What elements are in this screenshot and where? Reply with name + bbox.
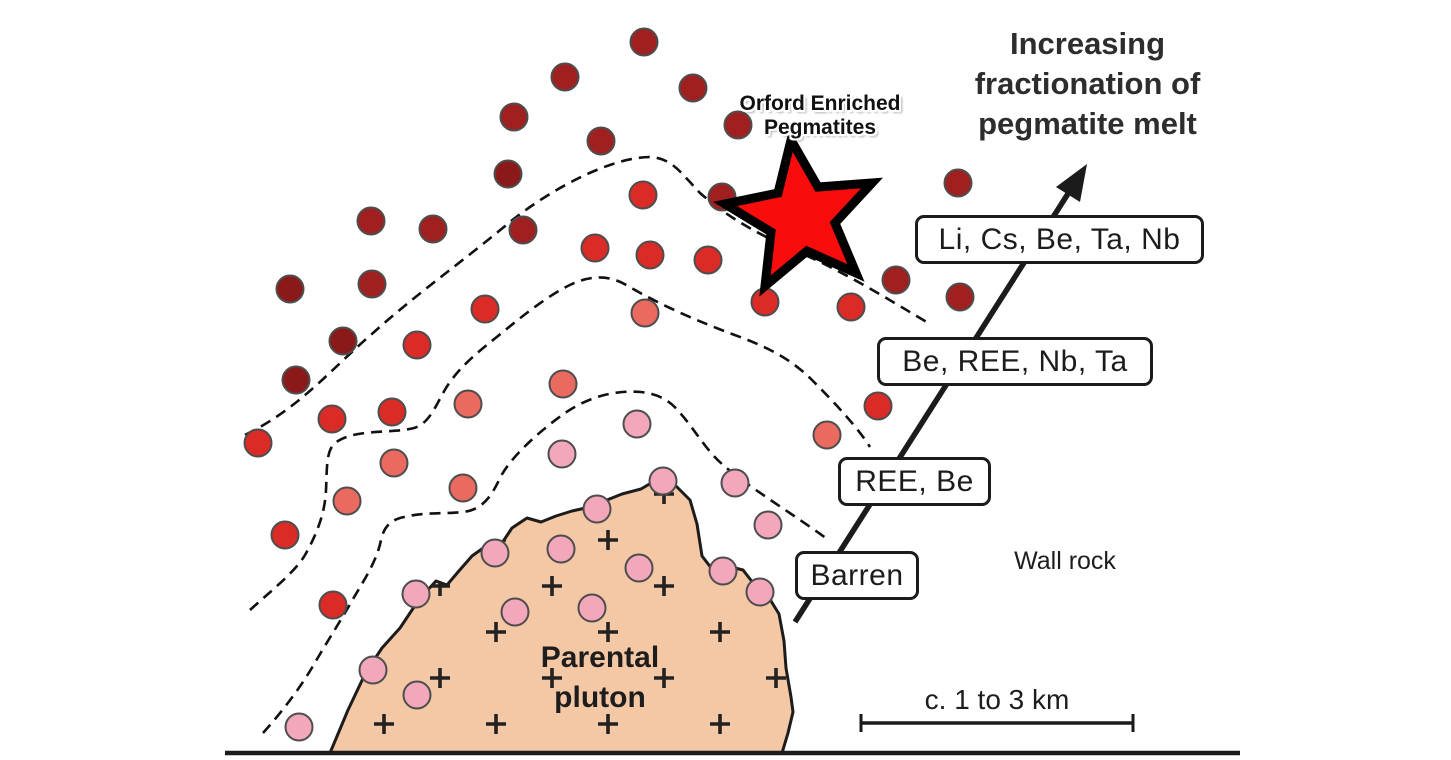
- zone-box-be-ree-nb-ta: Be, REE, Nb, Ta: [877, 337, 1153, 386]
- figure-title: Increasing fractionation of pegmatite me…: [945, 24, 1230, 144]
- parental-pluton-label-line2: pluton: [554, 681, 646, 714]
- parental-pluton-label-line1: Parental: [540, 641, 660, 674]
- parental-pluton-label: Parental pluton: [470, 638, 730, 718]
- pegmatite-dot-pink: [582, 494, 612, 524]
- pegmatite-dot-pink: [622, 409, 652, 439]
- pegmatite-dot-red: [836, 292, 866, 322]
- zone-box-barren: Barren: [795, 551, 919, 600]
- pegmatite-dot-pink: [577, 593, 607, 623]
- orford-star-icon: [712, 128, 884, 297]
- pegmatite-dot-pink: [546, 534, 576, 564]
- orford-star-label-line2: Pegmatites: [763, 116, 877, 139]
- pegmatite-dot-pink: [708, 556, 738, 586]
- scale-bar: [859, 714, 1135, 732]
- pegmatite-dot-red: [635, 240, 665, 270]
- pegmatite-dot-dark_red: [550, 62, 580, 92]
- orford-star-label: Orford Enriched Pegmatites: [720, 92, 920, 140]
- pegmatite-dot-deep_red: [281, 365, 311, 395]
- pegmatite-dot-dark_red: [678, 73, 708, 103]
- pegmatite-dot-pink: [402, 680, 432, 710]
- pegmatite-dot-dark_red: [586, 126, 616, 156]
- pegmatite-dot-dark_red: [945, 282, 975, 312]
- pegmatite-dot-pink: [624, 553, 654, 583]
- pegmatite-dot-pink: [358, 655, 388, 685]
- pegmatite-dot-deep_red: [275, 274, 305, 304]
- pegmatite-dot-pink: [753, 510, 783, 540]
- figure-title-line3: pegmatite melt: [978, 106, 1197, 141]
- pegmatite-dot-dark_red: [499, 102, 529, 132]
- pegmatite-dot-dark_red: [881, 265, 911, 295]
- pegmatite-dot-dark_red: [357, 269, 387, 299]
- pegmatite-dot-dark_red: [723, 110, 753, 140]
- pegmatite-dot-pink: [745, 577, 775, 607]
- zone-boundary-inner: [262, 390, 831, 734]
- pegmatite-dot-red: [580, 233, 610, 263]
- pegmatite-dot-salmon: [453, 389, 483, 419]
- pegmatite-dot-pink: [648, 466, 678, 496]
- pegmatite-dot-salmon: [332, 486, 362, 516]
- zone-boundary-middle: [249, 276, 872, 611]
- zone-box-li-cs-be-ta-nb: Li, Cs, Be, Ta, Nb: [915, 215, 1204, 264]
- pegmatite-dot-dark_red: [943, 168, 973, 198]
- pegmatite-dot-dark_red: [508, 215, 538, 245]
- pegmatite-dots-layer: [243, 27, 975, 742]
- pegmatite-dot-dark_red: [418, 214, 448, 244]
- pegmatite-dot-red: [317, 404, 347, 434]
- pegmatite-dot-pink: [547, 439, 577, 469]
- pegmatite-dot-salmon: [812, 420, 842, 450]
- pegmatite-dot-red: [750, 287, 780, 317]
- pegmatite-dot-red: [693, 245, 723, 275]
- pegmatite-dot-salmon: [379, 448, 409, 478]
- pegmatite-dot-pink: [500, 597, 530, 627]
- orford-star-label-line1: Orford Enriched: [739, 92, 901, 115]
- pegmatite-dot-pink: [720, 468, 750, 498]
- pegmatite-dot-deep_red: [328, 326, 358, 356]
- pegmatite-dot-salmon: [548, 369, 578, 399]
- wall-rock-label: Wall rock: [1014, 547, 1116, 575]
- zone-boundary-dashed-lines: [244, 155, 931, 734]
- pegmatite-dot-red: [377, 397, 407, 427]
- pegmatite-dot-red: [863, 391, 893, 421]
- pegmatite-dot-red: [270, 520, 300, 550]
- pegmatite-dot-pink: [401, 579, 431, 609]
- pegmatite-dot-deep_red: [493, 159, 523, 189]
- pegmatite-dot-dark_red: [629, 27, 659, 57]
- zone-box-ree-be: REE, Be: [838, 457, 991, 506]
- pegmatite-dot-red: [318, 590, 348, 620]
- figure-title-line1: Increasing: [1009, 26, 1166, 61]
- pegmatite-dot-pink: [480, 538, 510, 568]
- zone-boundary-outer: [244, 155, 931, 437]
- pegmatite-dot-red: [402, 330, 432, 360]
- arrowhead-icon: [1056, 164, 1087, 202]
- pegmatite-dot-red: [243, 428, 273, 458]
- pegmatite-dot-salmon: [630, 298, 660, 328]
- pegmatite-dot-pink: [284, 712, 314, 742]
- pegmatite-dot-red: [470, 294, 500, 324]
- pegmatite-dot-dark_red: [356, 206, 386, 236]
- pegmatite-dot-red: [628, 180, 658, 210]
- pegmatite-dot-salmon: [448, 473, 478, 503]
- scale-bar-label: c. 1 to 3 km: [924, 684, 1070, 715]
- figure-title-line2: fractionation of: [974, 66, 1201, 101]
